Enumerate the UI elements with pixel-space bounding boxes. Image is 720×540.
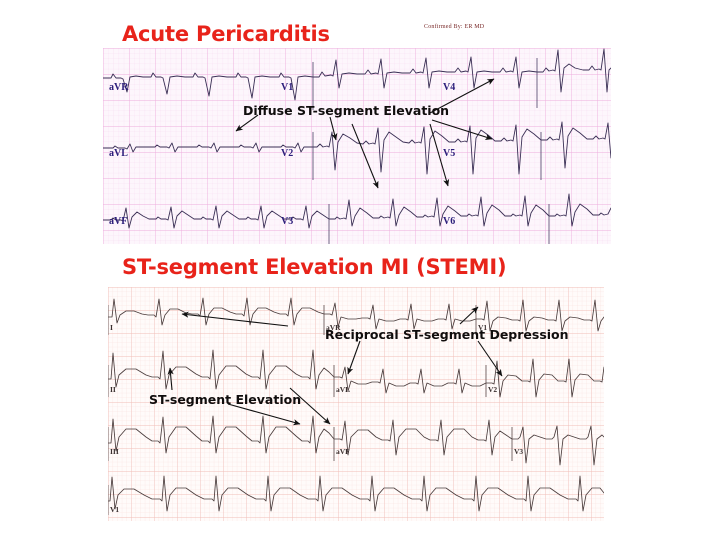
ecg-traces-pericarditis: [103, 48, 611, 244]
section-title-pericarditis: Acute Pericarditis: [122, 22, 330, 46]
annotation-diffuse-st-elevation: Diffuse ST-segment Elevation: [243, 103, 450, 118]
ecg-panel-pericarditis: aVR V1 V4 aVL V2 V5 aVF V3 V6: [103, 48, 611, 244]
annotation-reciprocal-st-depression: Reciprocal ST-segment Depression: [325, 327, 569, 342]
confirmed-by-note: Confirmed By: ER MD: [424, 24, 485, 30]
annotation-st-elevation: ST-segment Elevation: [149, 392, 302, 407]
section-title-stemi: ST-segment Elevation MI (STEMI): [122, 255, 507, 279]
